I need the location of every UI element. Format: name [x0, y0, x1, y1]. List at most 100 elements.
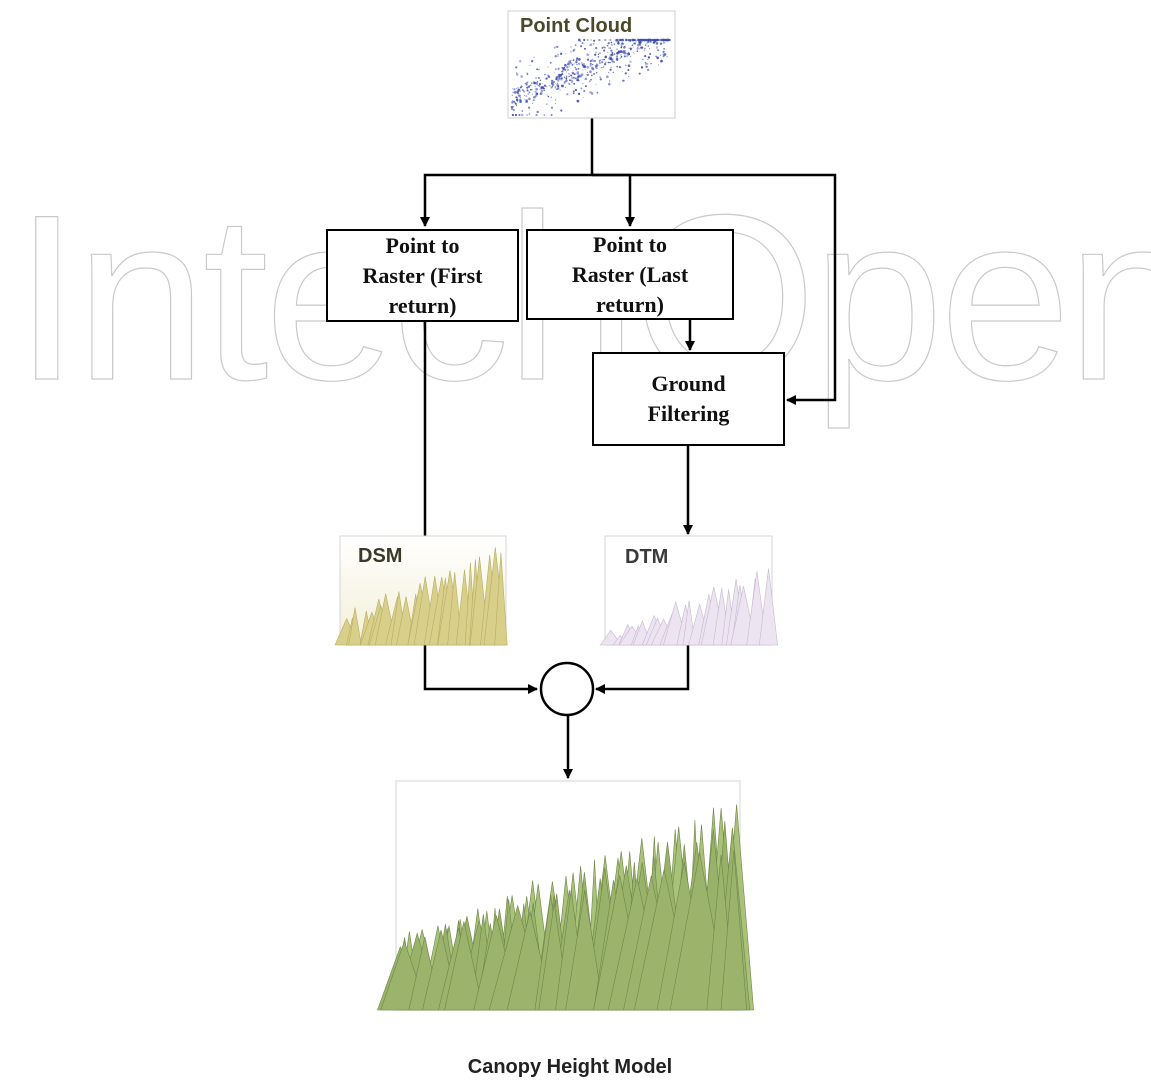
point-cloud-point: [541, 86, 543, 89]
point-cloud-point: [574, 88, 578, 92]
point-cloud-point: [620, 45, 623, 48]
chm-terrain: [377, 804, 754, 1011]
point-cloud-point: [662, 55, 665, 58]
point-cloud-point: [573, 77, 575, 79]
point-cloud-point: [514, 101, 516, 104]
point-cloud-point: [591, 63, 594, 66]
point-cloud-point: [666, 40, 668, 42]
point-cloud-point: [608, 80, 611, 82]
point-cloud-point: [536, 110, 539, 114]
point-cloud-point: [568, 75, 570, 78]
point-cloud-point: [571, 81, 574, 84]
terrain-peak: [444, 921, 484, 1011]
point-cloud-point: [554, 68, 557, 71]
point-cloud-point: [516, 88, 518, 90]
point-cloud-point: [533, 95, 536, 99]
point-cloud-point: [639, 41, 642, 44]
point-cloud-point: [573, 58, 575, 61]
point-cloud-point: [526, 72, 529, 74]
point-cloud-point: [534, 90, 537, 94]
point-cloud-point: [525, 95, 528, 98]
point-cloud-point: [518, 89, 520, 91]
point-cloud-point: [572, 90, 575, 93]
point-cloud-point: [514, 113, 518, 117]
point-cloud-point: [551, 86, 554, 88]
point-cloud-point: [657, 39, 660, 41]
point-cloud-point: [582, 69, 584, 71]
point-cloud-point: [527, 85, 531, 88]
point-cloud-point: [588, 44, 591, 47]
point-cloud-point: [626, 39, 628, 41]
point-cloud-point: [609, 47, 612, 49]
point-cloud-point: [599, 52, 601, 54]
point-cloud-point: [549, 61, 552, 64]
point-cloud-point: [588, 54, 590, 56]
point-cloud-point: [647, 45, 650, 47]
point-cloud-point: [609, 39, 612, 41]
point-cloud-point: [580, 45, 583, 48]
point-cloud-point: [638, 47, 640, 50]
point-cloud-point: [559, 89, 561, 91]
point-cloud-point: [639, 43, 641, 45]
point-cloud-point: [575, 59, 578, 61]
point-cloud-point: [516, 90, 520, 93]
point-cloud-point: [662, 50, 665, 54]
point-cloud-point: [607, 51, 609, 53]
point-cloud-point: [603, 63, 607, 66]
point-cloud-point: [512, 108, 515, 112]
point-cloud-point: [516, 98, 519, 102]
raster-last-box: Point to Raster (Last return): [526, 229, 734, 320]
point-cloud-point: [617, 42, 620, 45]
point-cloud-point: [630, 47, 633, 50]
point-cloud-point: [565, 78, 567, 80]
point-cloud-point: [525, 113, 529, 117]
point-cloud-point: [545, 74, 547, 76]
point-cloud-point: [577, 67, 580, 70]
point-cloud-point: [583, 47, 586, 50]
point-cloud-point: [578, 62, 581, 65]
point-cloud-point: [512, 91, 515, 94]
point-cloud-point: [536, 68, 538, 71]
point-cloud-point: [547, 66, 549, 68]
point-cloud-point: [590, 74, 593, 77]
point-cloud-point: [554, 102, 557, 105]
point-cloud-point: [639, 38, 642, 42]
point-cloud-point: [547, 95, 550, 98]
point-cloud-point: [575, 61, 578, 63]
point-cloud-point: [577, 58, 581, 61]
point-cloud-point: [595, 66, 597, 69]
point-cloud-point: [563, 76, 566, 79]
point-cloud-point: [583, 38, 586, 42]
point-cloud-point: [617, 40, 620, 43]
point-cloud-point: [514, 102, 517, 105]
point-cloud-point: [645, 42, 647, 44]
point-cloud-point: [662, 41, 666, 44]
point-cloud-point: [629, 60, 632, 63]
point-cloud-point: [582, 62, 586, 66]
point-cloud-point: [521, 110, 524, 112]
point-cloud-point: [621, 50, 624, 54]
point-cloud-point: [623, 46, 626, 49]
point-cloud-point: [646, 62, 649, 65]
point-cloud-point: [545, 103, 548, 106]
point-cloud-point: [644, 49, 646, 51]
point-cloud-point: [554, 55, 557, 58]
point-cloud-point: [525, 83, 528, 86]
point-cloud-point: [565, 75, 568, 77]
point-cloud-point: [634, 39, 636, 41]
point-cloud-point: [593, 43, 595, 45]
edge-dsm-to-operator: [423, 645, 538, 694]
point-cloud-point: [573, 73, 576, 76]
point-cloud-point: [622, 80, 624, 82]
point-cloud-point: [574, 77, 577, 80]
point-cloud-point: [568, 65, 571, 67]
point-cloud-point: [647, 40, 650, 44]
point-cloud-point: [568, 60, 572, 64]
point-cloud-point: [618, 38, 622, 42]
point-cloud-point: [535, 92, 539, 96]
point-cloud-point: [602, 66, 604, 69]
point-cloud-point: [590, 39, 592, 41]
point-cloud-point: [535, 77, 538, 79]
point-cloud-point: [627, 52, 631, 56]
